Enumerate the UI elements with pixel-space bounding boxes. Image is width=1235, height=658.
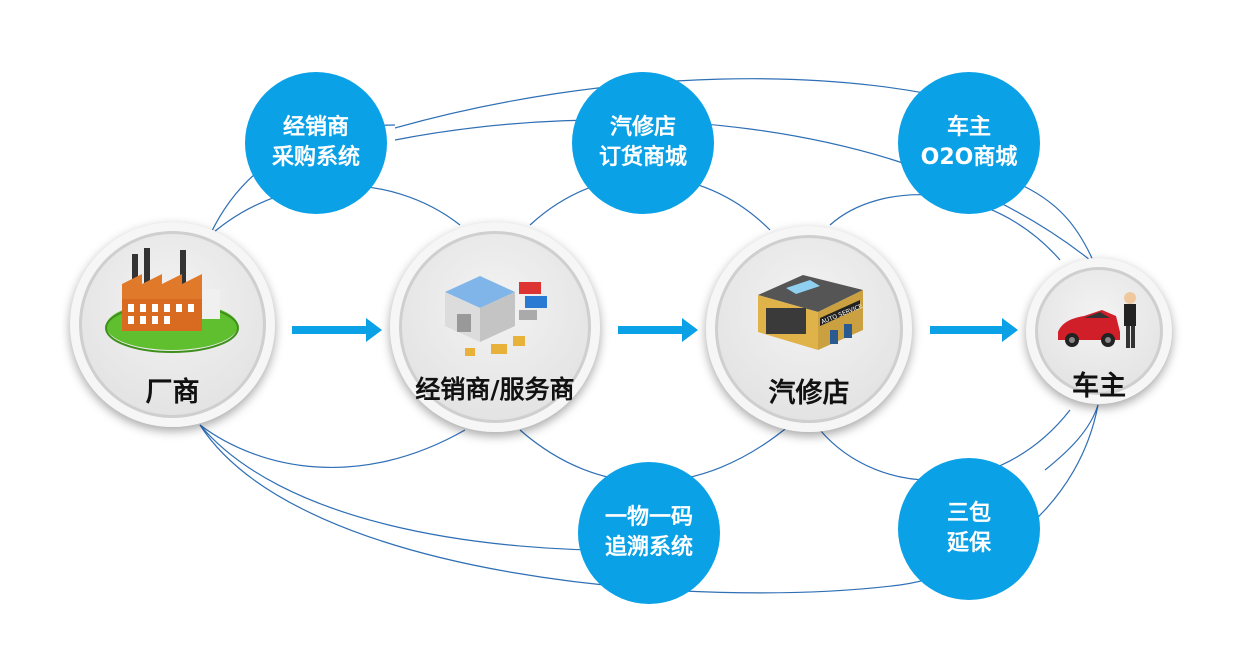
node-label: 厂商	[145, 377, 200, 408]
bubble-line: 订货商城	[598, 145, 687, 170]
bubble-line: 车主	[946, 115, 991, 140]
link-curve	[199, 424, 466, 469]
bubble-warranty: 三包 延保	[898, 458, 1040, 600]
node-label: 经销商/服务商	[415, 375, 575, 404]
bubble-line: 经销商	[282, 115, 349, 140]
bubble-line: 采购系统	[271, 145, 360, 170]
auto-service-shop-icon: AUTO SERVICE	[758, 275, 864, 350]
bubble-line: 三包	[946, 501, 991, 526]
warehouse-icon	[445, 276, 547, 356]
bubble-line: 延保	[946, 531, 991, 556]
bubble-line: 汽修店	[609, 115, 676, 140]
bubble-line: 一物一码	[604, 505, 693, 530]
bubble-line: 追溯系统	[604, 535, 693, 560]
bubble-line: O2O商城	[920, 145, 1018, 170]
flow-arrow	[930, 318, 1018, 342]
node-repair-shop: AUTO SERVICE 汽修店	[706, 226, 912, 432]
link-curve	[1044, 404, 1099, 471]
flow-arrow	[292, 318, 382, 342]
node-distributor: 经销商/服务商	[390, 222, 600, 432]
node-factory: 厂商	[70, 222, 275, 427]
flow-arrow	[618, 318, 698, 342]
node-label: 汽修店	[768, 378, 850, 409]
node-label: 车主	[1072, 371, 1126, 402]
bubble-dealer-purchase-system: 经销商 采购系统	[245, 72, 387, 214]
link-curve	[1009, 179, 1096, 266]
factory-icon	[105, 248, 239, 353]
car-owner-icon	[1058, 292, 1136, 348]
bubble-shop-order-mall: 汽修店 订货商城	[572, 72, 714, 214]
bubble-owner-o2o-mall: 车主 O2O商城	[898, 72, 1040, 214]
link-curve	[199, 404, 1099, 594]
bubble-traceability-system: 一物一码 追溯系统	[578, 462, 720, 604]
node-car-owner: 车主	[1026, 258, 1172, 404]
